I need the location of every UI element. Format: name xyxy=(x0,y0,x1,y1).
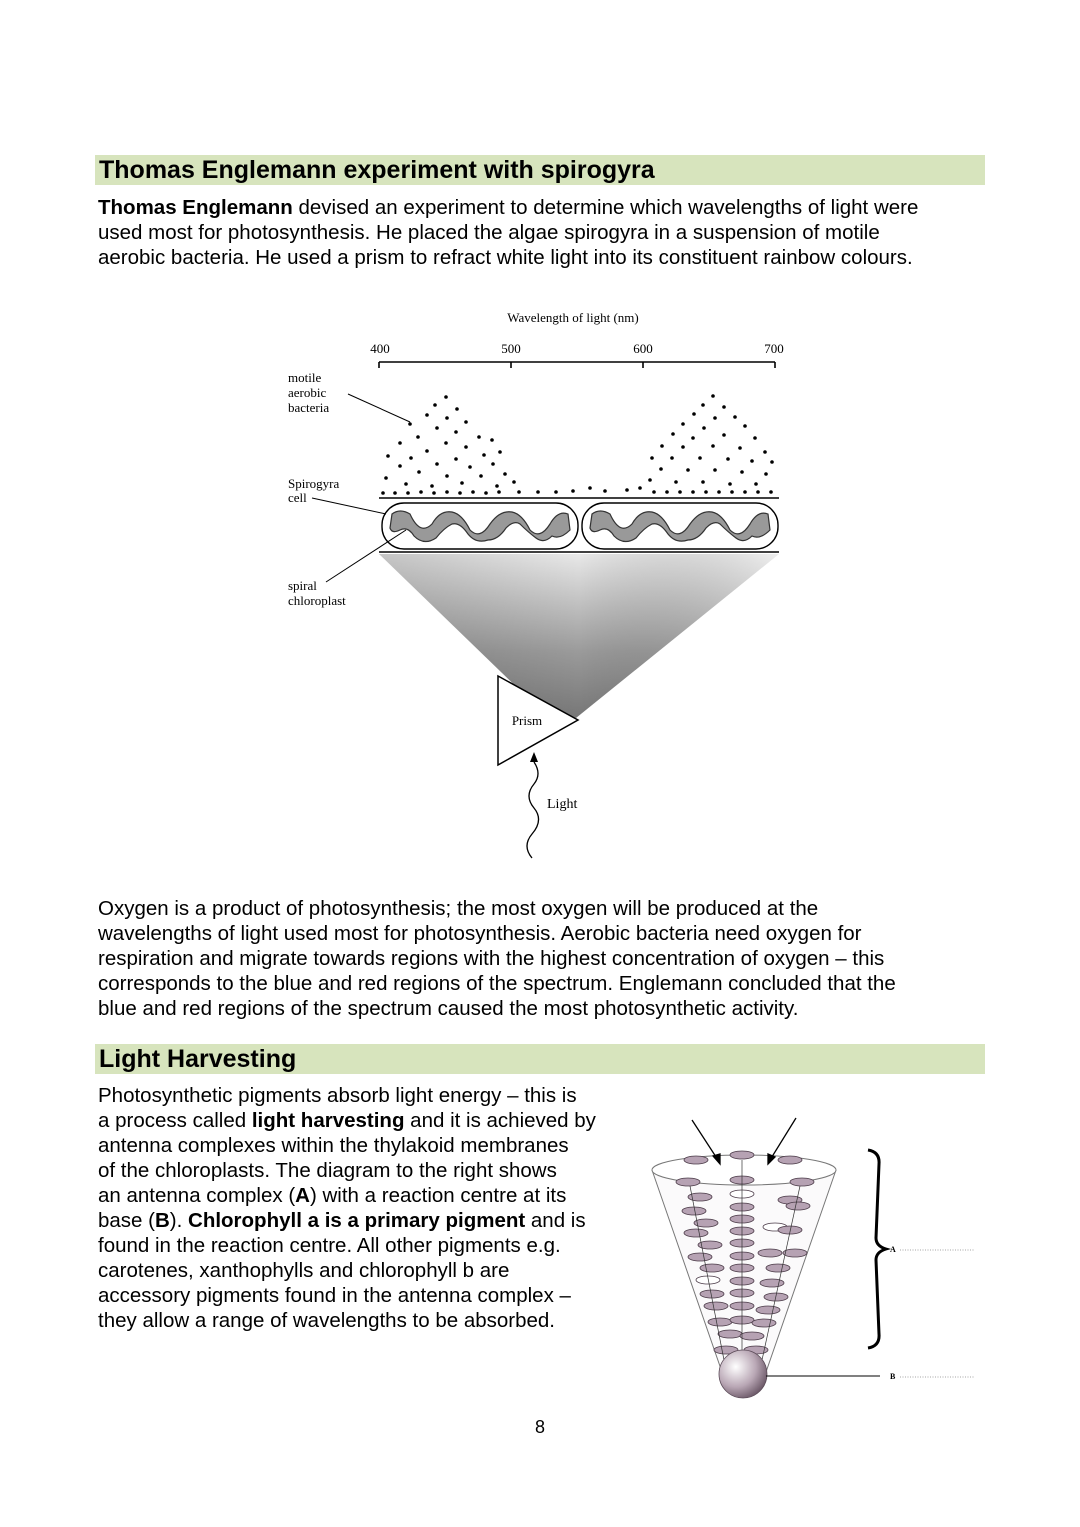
tick-500: 500 xyxy=(501,341,521,356)
spirogyra-label: Spirogyra cell xyxy=(288,476,343,505)
section-heading-light-harvesting: Light Harvesting xyxy=(95,1044,985,1074)
intro-bold: Thomas Englemann xyxy=(98,196,293,219)
wavelength-axis xyxy=(378,361,776,368)
prism xyxy=(497,674,580,767)
bacteria-pointer xyxy=(347,393,411,423)
spirogyra-cells xyxy=(381,502,779,550)
lh-line: a process called light harvesting and it… xyxy=(98,1109,596,1132)
lh-line: base (B). Chlorophyll a is a primary pig… xyxy=(98,1209,586,1232)
page-number: 8 xyxy=(534,1417,545,1437)
light-arrowhead xyxy=(530,752,538,762)
spirogyra-pointer xyxy=(311,497,387,515)
chloroplast-pointer xyxy=(325,529,407,583)
lh-line: accessory pigments found in the antenna … xyxy=(98,1284,571,1307)
label-b: B xyxy=(890,1372,896,1381)
prism-label: Prism xyxy=(512,713,542,728)
conclusion-line: corresponds to the blue and red regions … xyxy=(98,972,896,995)
lh-line: an antenna complex (A) with a reaction c… xyxy=(98,1184,567,1207)
lh-line: carotenes, xanthophylls and chlorophyll … xyxy=(98,1259,510,1282)
lh-line: antenna complexes within the thylakoid m… xyxy=(98,1134,569,1157)
intro-line1: devised an experiment to determine which… xyxy=(292,196,919,219)
lh-line: found in the reaction centre. All other … xyxy=(98,1234,561,1257)
chloroplast-label: spiral chloroplast xyxy=(288,578,346,608)
lh-line: of the chloroplasts. The diagram to the … xyxy=(98,1159,557,1182)
reaction-centre-sphere xyxy=(718,1349,768,1399)
tick-400: 400 xyxy=(370,341,390,356)
conclusion-line: respiration and migrate towards regions … xyxy=(98,947,885,970)
bacteria-dots xyxy=(381,394,774,495)
tick-700: 700 xyxy=(764,341,784,356)
lh-line: Photosynthetic pigments absorb light ene… xyxy=(98,1084,577,1107)
brace-a xyxy=(867,1148,892,1350)
tick-600: 600 xyxy=(633,341,653,356)
energy-transfer-arrows xyxy=(689,1160,801,1361)
incoming-light-arrows xyxy=(691,1117,797,1166)
intro-paragraph: Thomas Englemann devised an experiment t… xyxy=(98,195,918,270)
light-harvesting-paragraph: Photosynthetic pigments absorb light ene… xyxy=(98,1083,596,1333)
bacteria-label: motile aerobic bacteria xyxy=(288,370,330,415)
intro-line2: used most for photosynthesis. He placed … xyxy=(98,221,880,244)
light-ray xyxy=(526,761,540,859)
conclusion-line: wavelengths of light used most for photo… xyxy=(98,922,862,945)
label-a: A xyxy=(890,1245,896,1254)
conclusion-paragraph: Oxygen is a product of photosynthesis; t… xyxy=(98,896,896,1021)
conclusion-line: Oxygen is a product of photosynthesis; t… xyxy=(98,897,819,920)
intro-line3: aerobic bacteria. He used a prism to ref… xyxy=(98,246,913,269)
conclusion-line: blue and red regions of the spectrum cau… xyxy=(98,997,799,1020)
lh-line: they allow a range of wavelengths to be … xyxy=(98,1309,555,1332)
light-label: Light xyxy=(547,797,577,812)
axis-title: Wavelength of light (nm) xyxy=(507,310,638,325)
section-heading-englemann: Thomas Englemann experiment with spirogy… xyxy=(95,155,985,185)
